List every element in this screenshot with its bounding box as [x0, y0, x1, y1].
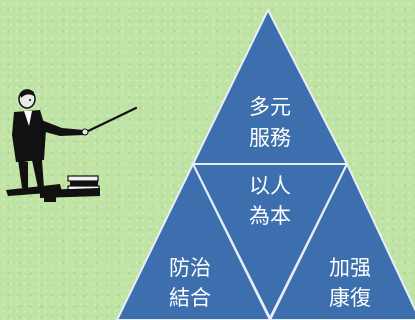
pyramid-right-label-line1: 加强 [329, 256, 371, 280]
pyramid-top-label-line1: 多元 [249, 95, 291, 119]
pyramid-left-label-line1: 防治 [169, 256, 211, 280]
pyramid-right-label-line2: 康復 [329, 286, 371, 310]
pyramid-top-label-line2: 服務 [249, 126, 291, 150]
pyramid-center-label-line1: 以人 [249, 174, 291, 198]
pyramid-center-label-line2: 為本 [249, 204, 291, 228]
pyramid-left-label-line2: 結合 [169, 286, 211, 310]
pyramid-right-triangle [268, 161, 415, 320]
pyramid-left-triangle [115, 161, 272, 320]
